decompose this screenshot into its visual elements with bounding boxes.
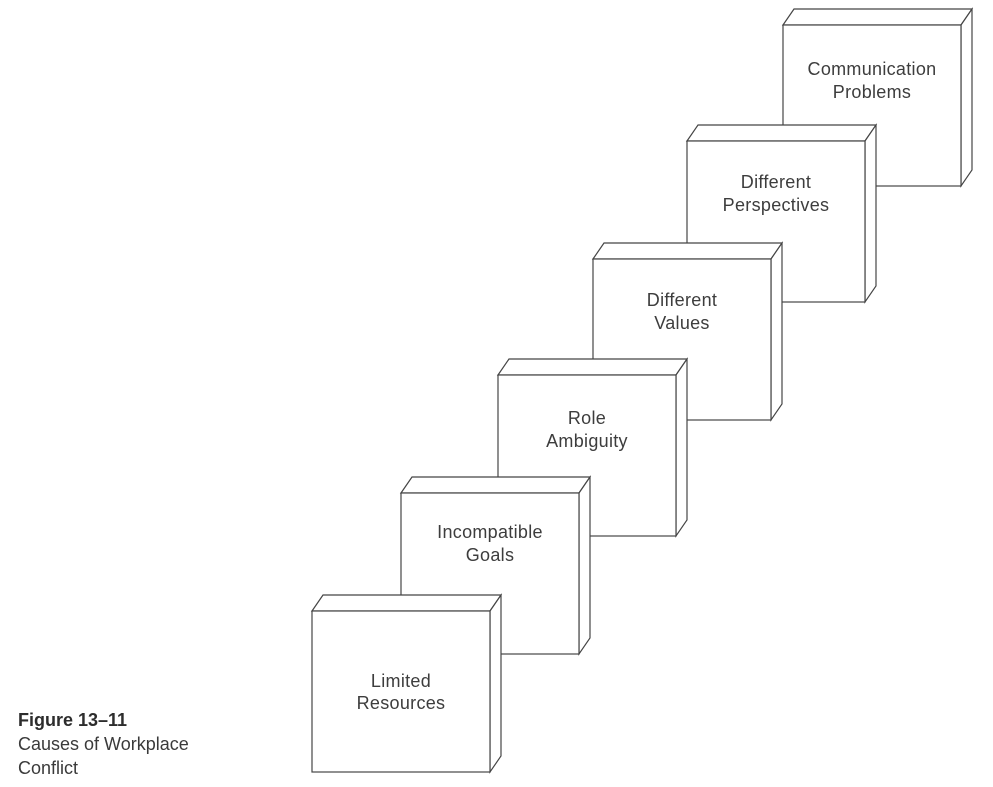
figure-caption-text: Causes of Workplace Conflict [18, 734, 189, 778]
figure-caption: Figure 13–11 Causes of Workplace Conflic… [18, 708, 223, 780]
box-side-face [864, 123, 877, 304]
figure-label: Figure 13–11 [18, 710, 128, 730]
block-limited-resources: Limited Resources [310, 593, 503, 774]
block-label-line1: Limited [371, 671, 431, 691]
box-top-face [781, 8, 974, 26]
box-side-face [770, 241, 783, 422]
block-label-line2: Values [654, 313, 710, 333]
box-top-face [399, 476, 592, 494]
box-side-face [675, 357, 688, 538]
box-top-face [685, 124, 878, 142]
box-side-face [960, 7, 973, 188]
box-top-face [591, 242, 784, 260]
box-top-face [310, 594, 503, 612]
block-label-line2: Perspectives [723, 195, 830, 215]
box-side-face [578, 475, 591, 656]
block-label-line2: Problems [833, 82, 911, 102]
box-front-face [311, 610, 491, 773]
block-label-line2: Ambiguity [546, 431, 628, 451]
block-label-line2: Resources [357, 693, 446, 713]
block-label-line1: Communication [808, 59, 937, 79]
block-label-line1: Different [741, 172, 811, 192]
block-label-line2: Goals [466, 545, 515, 565]
block-label-line1: Role [568, 408, 606, 428]
box-top-face [496, 358, 689, 376]
box-side-face [489, 593, 502, 774]
block-label-line1: Incompatible [437, 522, 543, 542]
block-label-line1: Different [647, 290, 717, 310]
